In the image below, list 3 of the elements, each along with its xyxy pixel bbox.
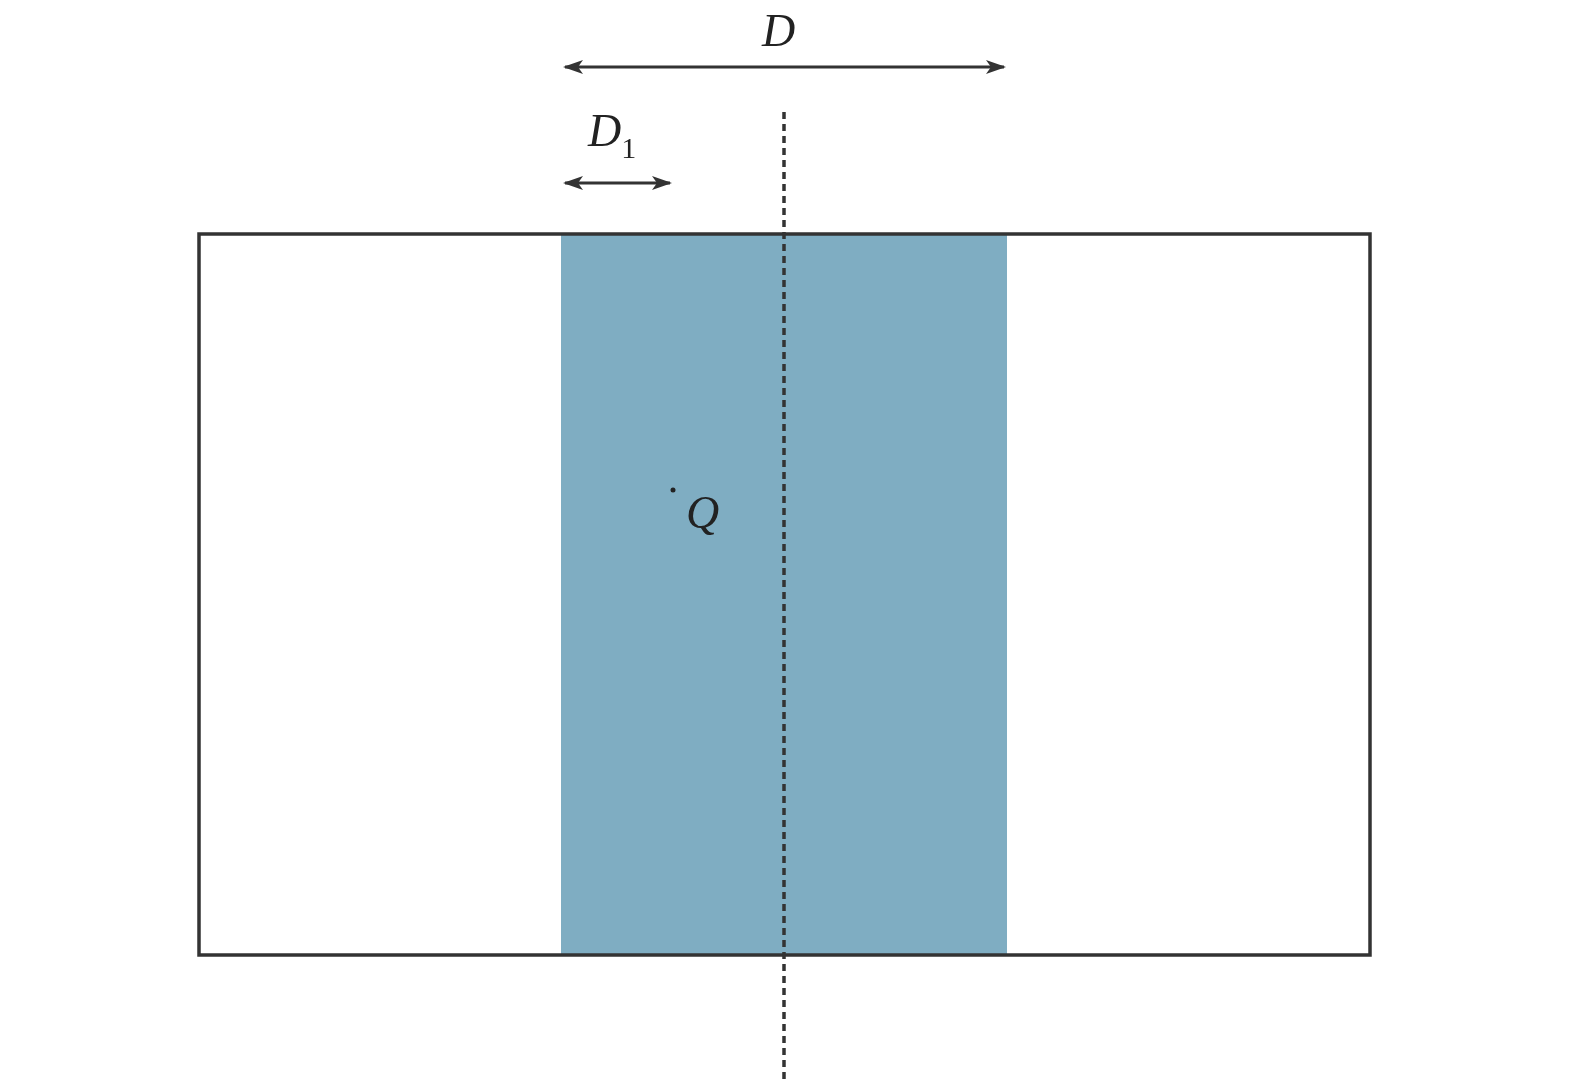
dimension-label: D <box>762 8 796 54</box>
dimension-label: D$_{1}$ <box>588 108 637 163</box>
point-label: Q <box>686 490 720 536</box>
